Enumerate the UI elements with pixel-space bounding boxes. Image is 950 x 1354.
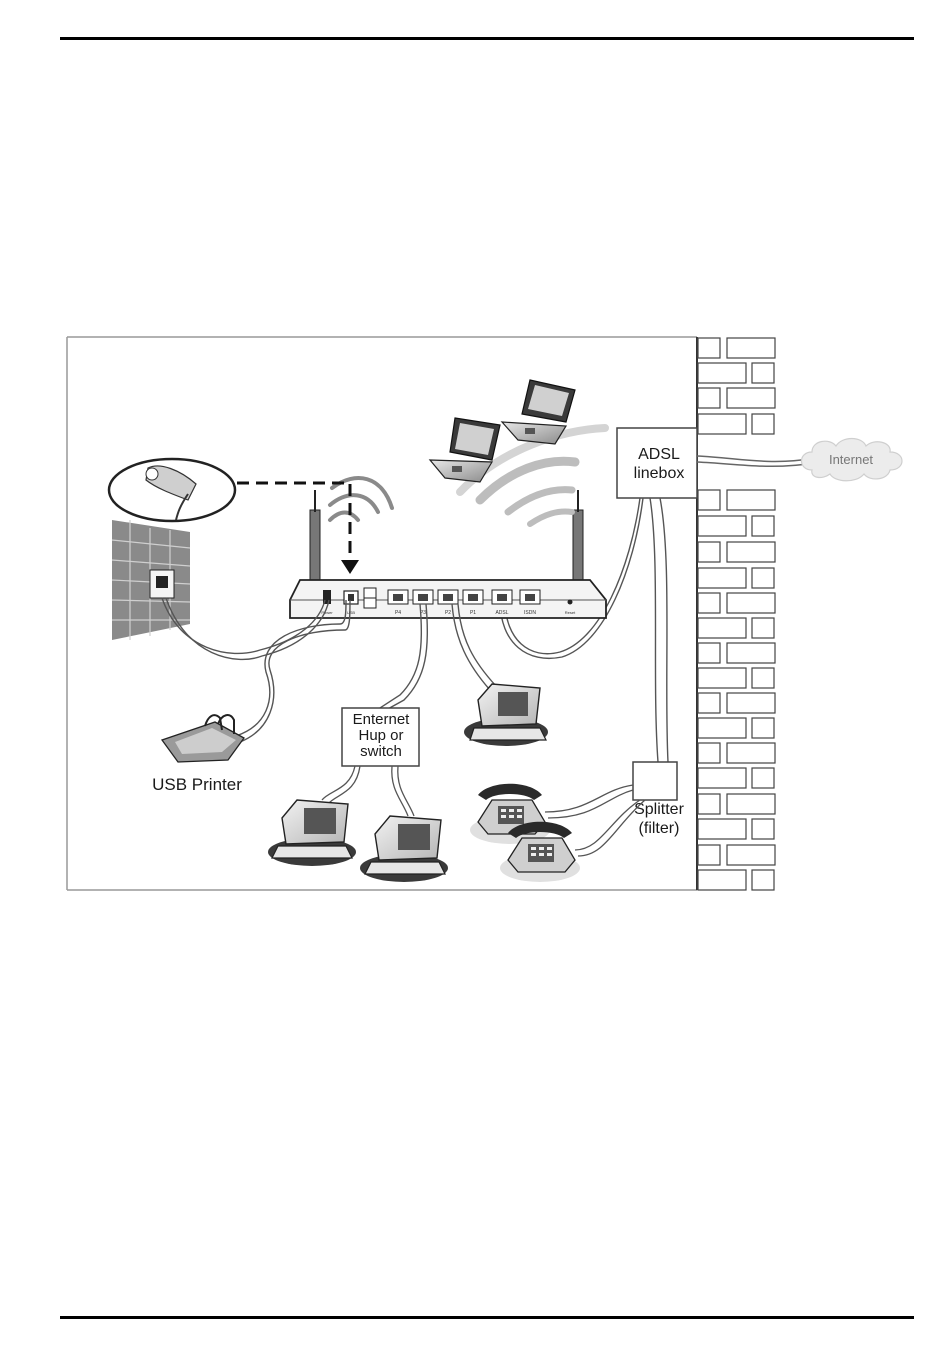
port-label: ISDN [524,610,536,616]
port-label: P4 [395,610,401,616]
router-antenna-right [573,490,583,586]
router-antenna-left [310,490,320,580]
adsl-to-splitter-cable [650,498,658,762]
plug-dashed-pointer [237,483,350,558]
router-to-hub-cable [380,604,421,708]
wall-outlet [112,520,190,640]
internet-cable [697,456,815,461]
hub-label-line1: Enternet [353,711,411,728]
telephone-2 [500,822,580,882]
hub-label-line2: Hup or [358,727,403,744]
usb-port-label: USB [347,610,356,615]
splitter-box: Splitter (filter) [633,762,685,837]
usb-cable [240,600,350,742]
internet-cloud: Internet [802,439,903,481]
adsl-linebox: ADSL linebox [617,428,697,498]
power-plug-callout [109,459,235,521]
internet-label: Internet [829,452,873,467]
reset-label: Reset [565,610,576,615]
usb-printer: USB Printer [152,715,244,794]
splitter-label-line2: (filter) [639,820,680,837]
telephone-1 [470,784,550,844]
ethernet-hub-box: Enternet Hup or switch [342,708,419,766]
port-label: P1 [470,610,476,616]
adsl-label-line2: linebox [634,465,685,482]
laptop-1 [430,418,500,482]
hub-label-line3: switch [360,743,402,760]
desktop-pc-2 [268,800,356,866]
brick-wall [698,338,775,890]
port-label: P2 [445,610,451,616]
plug-arrow-head [341,560,359,574]
desktop-pc-1 [464,684,548,746]
usb-printer-label: USB Printer [152,775,242,794]
desktop-pc-3 [360,816,448,882]
adsl-label-line1: ADSL [638,446,680,463]
port-label: ADSL [495,610,508,616]
